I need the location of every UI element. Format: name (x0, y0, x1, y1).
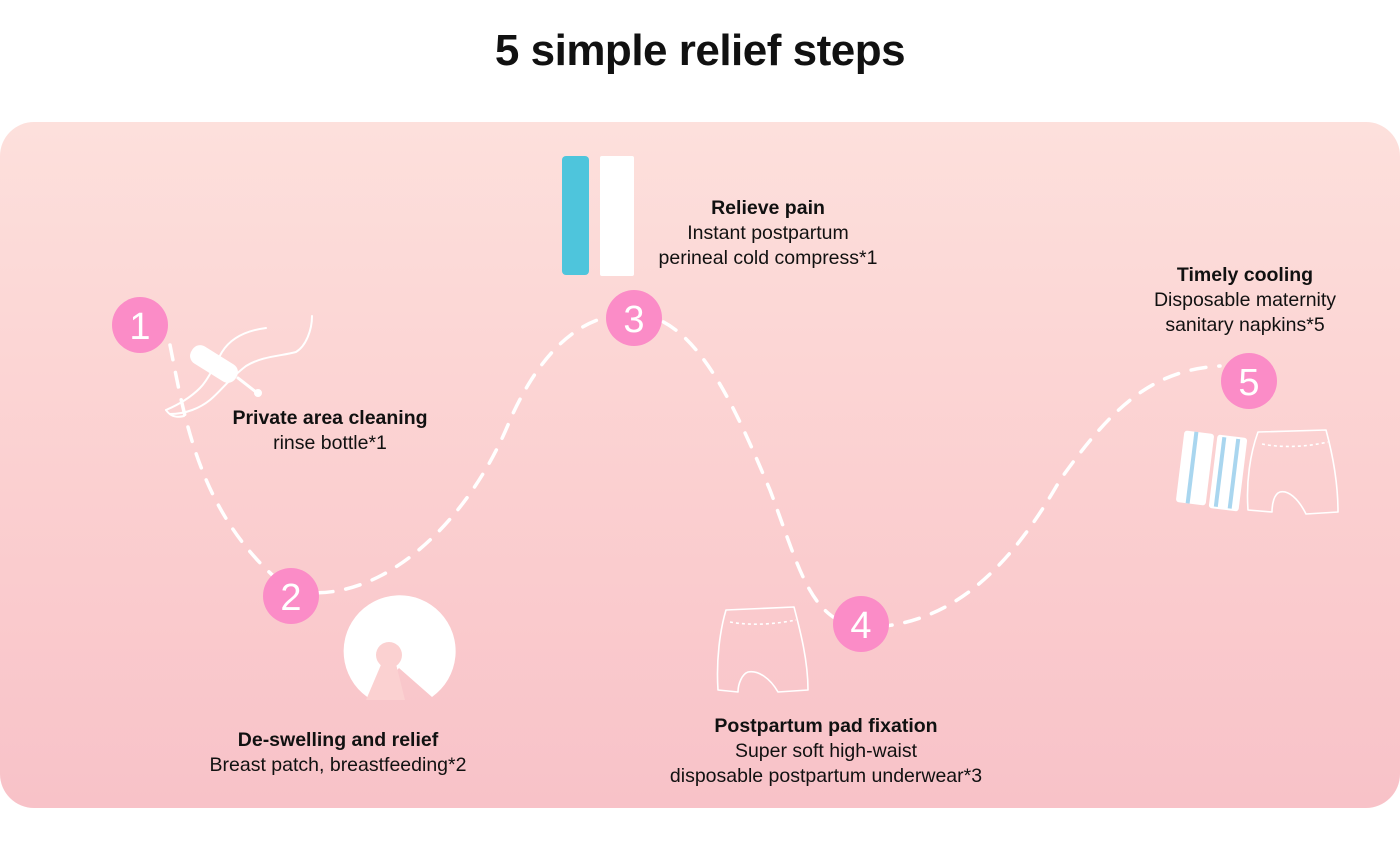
step-badge-2: 2 (263, 568, 319, 624)
svg-text:2: 2 (280, 577, 301, 619)
steps-panel (0, 122, 1400, 808)
step-caption-2: De-swelling and relief Breast patch, bre… (188, 728, 488, 778)
step-heading-1: Private area cleaning (232, 407, 428, 429)
svg-text:5: 5 (1238, 362, 1259, 404)
svg-text:4: 4 (850, 605, 871, 647)
step-detail-3a: Instant postpartum (687, 222, 849, 244)
underwear-icon (716, 606, 809, 693)
step-detail-5a: Disposable maternity (1153, 289, 1337, 311)
step-caption-4: Postpartum pad fixation Super soft high-… (626, 714, 1026, 789)
step-caption-5: Timely cooling Disposable maternity sani… (1105, 263, 1385, 338)
cold-compress-icon (562, 156, 634, 276)
step-badge-4: 4 (833, 596, 889, 652)
step-detail-1a: rinse bottle*1 (273, 432, 387, 454)
step-heading-5: Timely cooling (1176, 264, 1314, 286)
step-detail-5b: sanitary napkins*5 (1165, 314, 1325, 336)
svg-text:1: 1 (129, 306, 150, 348)
page-title: 5 simple relief steps (494, 26, 906, 75)
step-detail-3b: perineal cold compress*1 (658, 247, 878, 269)
svg-text:3: 3 (623, 299, 644, 341)
rinse-bottle-icon (165, 315, 313, 418)
step-heading-2: De-swelling and relief (237, 729, 439, 751)
step-detail-4a: Super soft high-waist (734, 740, 918, 762)
step-detail-4b: disposable postpartum underwear*3 (669, 765, 983, 787)
step-heading-4: Postpartum pad fixation (714, 715, 938, 737)
sanitary-napkin-icon (1176, 429, 1339, 515)
dashed-path (168, 312, 1222, 629)
step-badge-5: 5 (1221, 353, 1277, 409)
step-detail-2a: Breast patch, breastfeeding*2 (209, 754, 467, 776)
step-badge-3: 3 (606, 290, 662, 346)
step-caption-3: Relieve pain Instant postpartum perineal… (620, 196, 916, 271)
breast-patch-icon (343, 595, 456, 700)
step-caption-1: Private area cleaning rinse bottle*1 (180, 406, 480, 456)
step-badge-1: 1 (112, 297, 168, 353)
step-heading-3: Relieve pain (711, 197, 825, 219)
